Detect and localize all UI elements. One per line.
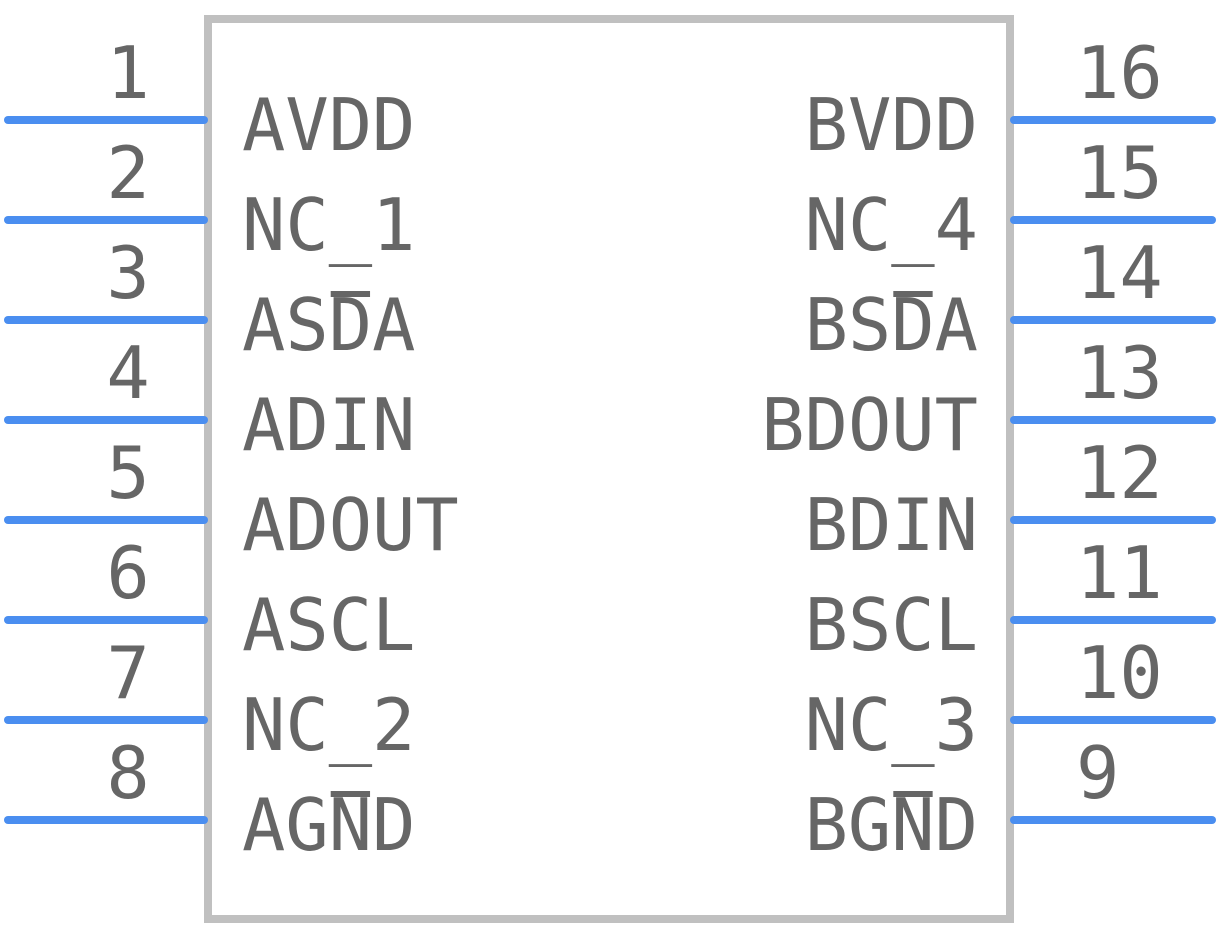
- pin-4-number: 4: [106, 331, 149, 415]
- pin-6-number: 6: [106, 531, 149, 615]
- pin-6-label: ASCL: [242, 583, 415, 667]
- pin-13-number: 13: [1076, 331, 1163, 415]
- pin-16-label: BVDD: [805, 83, 978, 167]
- pin-8-label-pre: AG: [242, 783, 329, 867]
- pin-13-label-pre: BDOUT: [761, 383, 978, 467]
- pin-15-number: 15: [1076, 131, 1163, 215]
- pin-12-number: 12: [1076, 431, 1163, 515]
- pin-7-label: NC_2: [242, 683, 415, 767]
- pin-12-label: BDIN: [805, 483, 978, 567]
- pin-10-number: 10: [1076, 631, 1163, 715]
- pin-14-label: BSDA: [805, 283, 978, 367]
- pin-2-number: 2: [106, 131, 149, 215]
- pin-11-number: 11: [1076, 531, 1163, 615]
- left-pin-group: 1AVDD2NC_13ASDA4ADIN5ADOUT6ASCL7NC_28AGN…: [4, 31, 459, 867]
- pin-4-label: ADIN: [242, 383, 415, 467]
- pin-6-label-pre: ASCL: [242, 583, 415, 667]
- pin-16-label-pre: BVDD: [805, 83, 978, 167]
- pin-11-label: BSCL: [805, 583, 978, 667]
- pin-11-label-pre: BSCL: [805, 583, 978, 667]
- pin-14-number: 14: [1076, 231, 1163, 315]
- pin-9-number: 9: [1076, 731, 1119, 815]
- pin-8-number: 8: [106, 731, 149, 815]
- pin-15-label-pre: NC_4: [805, 183, 978, 267]
- pin-3-label: ASDA: [242, 283, 415, 367]
- pin-12-label-pre: BDIN: [805, 483, 978, 567]
- pin-2-label: NC_1: [242, 183, 415, 267]
- pin-5-number: 5: [106, 431, 149, 515]
- pin-7-number: 7: [106, 631, 149, 715]
- pin-14-label-post: A: [935, 283, 978, 367]
- pin-8-label: AGND: [242, 783, 415, 867]
- pin-9-label: BGND: [805, 783, 978, 867]
- pin-3-number: 3: [106, 231, 149, 315]
- pin-1-number: 1: [106, 31, 149, 115]
- pin-10-label: NC_3: [805, 683, 978, 767]
- pin-5-label: ADOUT: [242, 483, 459, 567]
- pin-9-label-pre: BG: [805, 783, 892, 867]
- pin-8-label-post: D: [372, 783, 415, 867]
- pin-2: 2NC_1: [4, 131, 415, 267]
- pin-13-label: BDOUT: [761, 383, 978, 467]
- pin-9-label-post: D: [935, 783, 978, 867]
- pin-2-label-pre: NC_1: [242, 183, 415, 267]
- pin-3-label-post: A: [372, 283, 415, 367]
- pin-3-label-pre: AS: [242, 283, 329, 367]
- pin-7: 7NC_2: [4, 631, 415, 767]
- pin-15-label: NC_4: [805, 183, 978, 267]
- pin-1-label: AVDD: [242, 83, 415, 167]
- pin-4-label-pre: ADIN: [242, 383, 415, 467]
- pin-7-label-pre: NC_2: [242, 683, 415, 767]
- pin-14-label-pre: BS: [805, 283, 892, 367]
- pin-5-label-pre: ADOUT: [242, 483, 459, 567]
- pin-1-label-pre: AVDD: [242, 83, 415, 167]
- right-pin-group: 16BVDD15NC_414BSDA13BDOUT12BDIN11BSCL10N…: [761, 31, 1216, 867]
- pin-10-label-pre: NC_3: [805, 683, 978, 767]
- ic-body-outline: [204, 15, 1014, 923]
- pin-16-number: 16: [1076, 31, 1163, 115]
